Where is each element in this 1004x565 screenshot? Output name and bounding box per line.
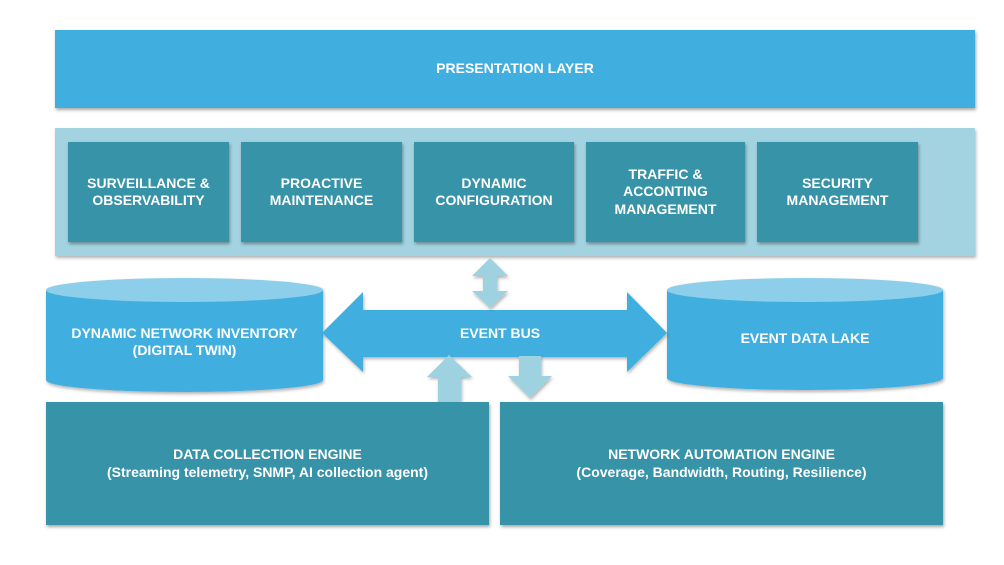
service-proactive-maintenance: PROACTIVE MAINTENANCE [241, 142, 402, 242]
service-traffic-accounting-management: TRAFFIC & ACCONTING MANAGEMENT [586, 142, 745, 242]
event-bus-arrow [322, 292, 667, 372]
data-lake-label: EVENT DATA LAKE [740, 330, 870, 347]
service-surveillance-observability: SURVEILLANCE & OBSERVABILITY [68, 142, 229, 242]
data-lake-cylinder [667, 278, 943, 390]
network-automation-engine-label: NETWORK AUTOMATION ENGINE (Coverage, Ban… [576, 446, 867, 480]
service-label: TRAFFIC & ACCONTING MANAGEMENT [614, 165, 717, 217]
collection-up-arrow [427, 355, 472, 402]
service-security-management: SECURITY MANAGEMENT [757, 142, 918, 242]
service-label: PROACTIVE MAINTENANCE [269, 174, 374, 209]
presentation-layer: PRESENTATION LAYER [55, 30, 975, 108]
data-collection-engine-label: DATA COLLECTION ENGINE (Streaming teleme… [106, 446, 429, 480]
inventory-cylinder [46, 278, 323, 392]
event-bus-label: EVENT BUS [459, 324, 541, 341]
network-automation-engine: NETWORK AUTOMATION ENGINE (Coverage, Ban… [500, 402, 943, 525]
services-bus-double-arrow [472, 258, 508, 308]
automation-down-arrow [508, 356, 552, 398]
data-lake-store: EVENT DATA LAKE [667, 304, 943, 374]
service-label: SURVEILLANCE & OBSERVABILITY [87, 174, 210, 209]
data-collection-engine: DATA COLLECTION ENGINE (Streaming teleme… [46, 402, 489, 525]
event-bus: EVENT BUS [400, 310, 600, 357]
inventory-store: DYNAMIC NETWORK INVENTORY (DIGITAL TWIN) [46, 304, 323, 380]
presentation-layer-label: PRESENTATION LAYER [436, 60, 594, 77]
inventory-label: DYNAMIC NETWORK INVENTORY (DIGITAL TWIN) [71, 324, 298, 359]
service-label: SECURITY MANAGEMENT [786, 174, 889, 209]
service-dynamic-configuration: DYNAMIC CONFIGURATION [414, 142, 574, 242]
service-label: DYNAMIC CONFIGURATION [435, 174, 553, 209]
